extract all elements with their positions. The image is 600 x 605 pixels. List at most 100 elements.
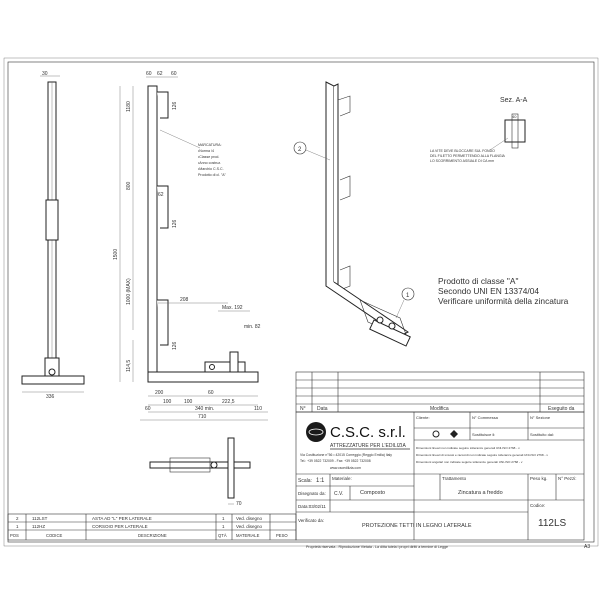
projection-circle-icon xyxy=(432,430,440,438)
bom-header-desc: DESCRIZIONE xyxy=(138,533,167,538)
dim-62: 62 xyxy=(158,192,164,198)
date-value: Data:03/02/11 xyxy=(298,504,326,509)
bom-header-code: CODICE xyxy=(46,533,62,538)
dim-800: 800 xyxy=(126,181,132,190)
marking-5: •Marchio C.S.C. xyxy=(198,167,224,171)
rev-header-no: N° xyxy=(300,406,306,412)
material-label: Materiale: xyxy=(332,476,352,481)
treatment-value: Zincatura a freddo xyxy=(458,490,503,496)
weight-label: Peso kg. xyxy=(530,476,548,481)
sheet-size: A3 xyxy=(584,544,590,550)
dim-126c: 126 xyxy=(172,341,178,350)
tolerance-3: Dimensioni angolari non indicate seguire… xyxy=(416,460,523,464)
rev-header-date: Data xyxy=(317,406,328,412)
dim-1000-max: 1000 (MAX) xyxy=(126,278,132,305)
class-note-3: Verificare uniformità della zincatura xyxy=(438,296,569,306)
footer-note: Proprietà riservata - Riproduzione Vieta… xyxy=(306,545,448,549)
replaced-by-label: Sostituito dal: xyxy=(530,432,554,437)
marking-1: MARCATURA: xyxy=(198,143,222,147)
dim-70: 70 xyxy=(236,501,242,507)
bom-row-qty: 1 xyxy=(222,516,225,521)
csc-logo-icon xyxy=(306,422,326,442)
bom-header-pos: POS xyxy=(10,533,19,538)
screw-note-2: DEL FILETTO PERMETTENDO ALLA FLANGIA xyxy=(430,154,506,158)
section-number-label: N° Sezione xyxy=(530,415,551,420)
marking-4: •Anno costruz. xyxy=(198,161,221,165)
scale-value: 1:1 xyxy=(316,478,325,484)
bom-row-desc: ASTA AD "L" PER LATERALE xyxy=(92,516,152,521)
material-value: Composto xyxy=(360,490,385,496)
description-value: PROTEZIONE TETTI IN LEGNO LATERALE xyxy=(362,523,472,529)
dim-336: 336 xyxy=(46,394,55,400)
company-address: Via Costituzione n°56 • 42015 Correggio … xyxy=(300,453,392,457)
company-website: www.cscedilizia.com xyxy=(330,466,361,470)
code-label: Codice: xyxy=(530,503,545,508)
company-tagline: ATTREZZATURE PER L'EDILIZIA xyxy=(330,443,406,449)
dim-60: 60 xyxy=(208,390,214,396)
tolerance-2: Dimensioni lineari di smussi e raccordi … xyxy=(416,453,548,457)
dim-126a: 126 xyxy=(172,101,178,110)
dim-top-60a: 60 xyxy=(146,71,152,77)
class-note-1: Prodotto di classe "A" xyxy=(438,276,518,286)
dim-1180: 1180 xyxy=(126,101,132,112)
bom-row-material: Ved. disegno xyxy=(236,524,263,529)
dim-top-60b: 60 xyxy=(171,71,177,77)
dim-200: 200 xyxy=(155,390,164,396)
client-label: Cliente: xyxy=(416,415,430,420)
rev-header-by: Eseguito da xyxy=(548,406,575,412)
order-label: N° Commessa xyxy=(472,415,499,420)
dim-114: 114,5 xyxy=(126,360,132,372)
rev-header-change: Modifica xyxy=(430,406,449,412)
marking-3: •Classe prod. xyxy=(198,155,219,159)
dim-208: 208 xyxy=(180,297,189,303)
sheet-border xyxy=(7,61,595,543)
projection-symbol-icon xyxy=(450,430,458,438)
sheet-outer-border xyxy=(3,57,599,547)
bom-row-code: 112HZ xyxy=(32,524,45,529)
dim-top-62: 62 xyxy=(157,71,163,77)
bom-row-material: Ved. disegno xyxy=(236,516,263,521)
drawn-by-value: C.V. xyxy=(334,491,343,497)
replaces-label: Sostituisce il: xyxy=(472,432,495,437)
dim-min82: min. 82 xyxy=(244,324,261,330)
isometric-view: 2 1 xyxy=(293,81,415,347)
dim-1500: 1500 xyxy=(113,249,119,260)
bom-row-code: 112LST xyxy=(32,516,48,521)
company-phone: Tel.: +39 0522 732009 - Fax: +39 0522 73… xyxy=(300,459,371,463)
dim-126b: 126 xyxy=(172,219,178,228)
dim-710: 710 xyxy=(198,414,207,420)
dim-40: 40 xyxy=(512,114,517,119)
dim-60-left: 60 xyxy=(145,406,151,412)
bom-row-pos: 1 xyxy=(16,524,19,529)
bom-row-desc: CORSOIO PER LATERALE xyxy=(92,524,148,529)
section-a-a: Sez. A-A 40 LA VITE DEVE BLOCCARE SUL FO… xyxy=(430,97,528,163)
treatment-label: Trattamento xyxy=(442,476,467,481)
tolerance-1: Dimensioni lineari non indicate seguire … xyxy=(416,446,520,450)
dim-top-30: 30 xyxy=(42,71,48,77)
class-note-2: Secondo UNI EN 13374/04 xyxy=(438,286,539,296)
pieces-label: N° Pezzi: xyxy=(558,476,577,481)
bom-header-weight: PESO xyxy=(276,533,288,538)
dim-340: 340 min. xyxy=(195,406,214,412)
side-view-post: 30 336 xyxy=(21,71,85,400)
bom-row-pos: 2 xyxy=(16,516,19,521)
dim-100a: 100 xyxy=(163,399,172,405)
section-label: Sez. A-A xyxy=(500,97,528,104)
bom-header-material: MATERIALE xyxy=(236,533,260,538)
marking-6: Prodotto di cl. "A" xyxy=(198,173,227,177)
company-name: C.S.C. s.r.l. xyxy=(330,424,406,441)
marking-2: •Norma /4 xyxy=(198,149,214,153)
front-view-post: 60 62 60 1500 1180 800 1000 (MAX) 114,5 … xyxy=(113,71,268,421)
drawn-by-label: Disegnato da: xyxy=(298,491,326,496)
dim-100b: 100 xyxy=(184,399,193,405)
balloon-2: 2 xyxy=(298,147,302,153)
bom-row-qty: 1 xyxy=(222,524,225,529)
screw-note-3: LO SCORRIMENTO ASSIALE DI CA mm xyxy=(430,159,494,163)
bom-header-qty: QTÀ xyxy=(218,533,227,538)
balloon-1: 1 xyxy=(406,293,410,299)
checked-by-label: Verificato da: xyxy=(298,518,324,523)
top-view: 70 xyxy=(149,437,251,507)
code-value: 112LS xyxy=(538,518,567,529)
